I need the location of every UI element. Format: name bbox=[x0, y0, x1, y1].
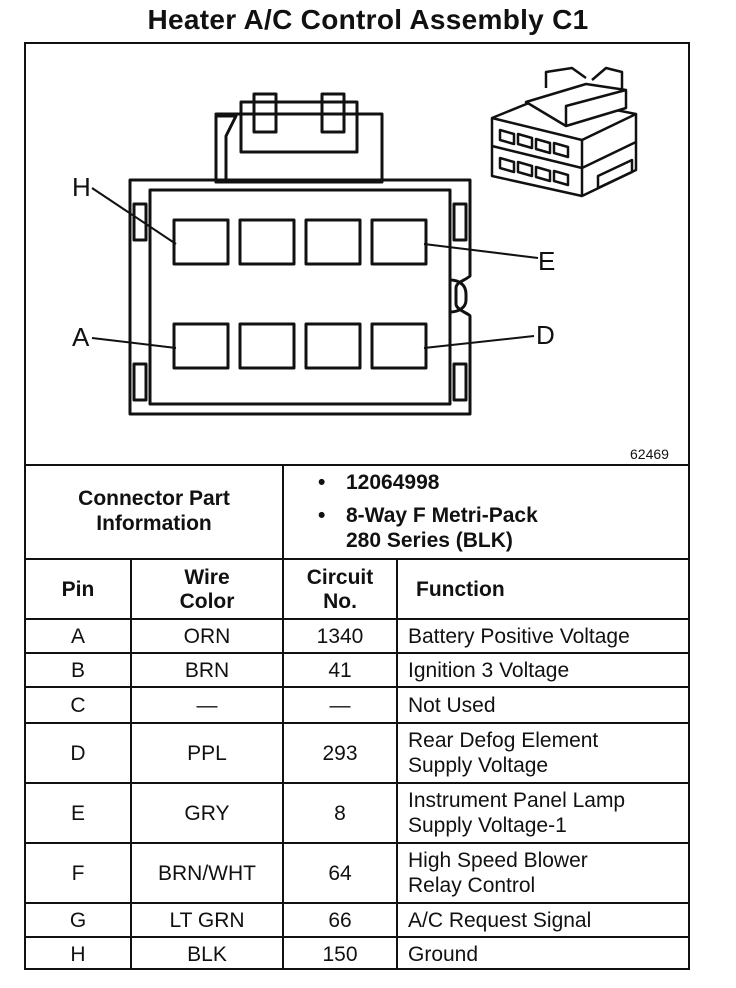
table-cell-function: A/C Request Signal bbox=[408, 908, 592, 932]
table-cell-pin: A bbox=[70, 624, 85, 648]
table-cell-function: Battery Positive Voltage bbox=[408, 624, 630, 648]
table-cell-circuit: 41 bbox=[328, 658, 352, 682]
table-cell-pin: E bbox=[70, 801, 85, 825]
column-divider bbox=[282, 558, 284, 970]
table-cell-pin: F bbox=[71, 861, 85, 885]
callout-d: D bbox=[536, 320, 555, 350]
cavity-a bbox=[172, 322, 230, 370]
connector-part-label: Connector Part Information bbox=[26, 466, 282, 556]
divider bbox=[24, 558, 690, 560]
table-cell-color: — bbox=[196, 693, 218, 717]
table-cell-circuit: — bbox=[329, 693, 351, 717]
leader-a bbox=[91, 337, 177, 349]
divider bbox=[24, 842, 690, 844]
table-cell-circuit: 293 bbox=[322, 741, 358, 765]
cavity-b bbox=[238, 322, 296, 370]
cavity-g bbox=[238, 218, 296, 266]
connector-diagram: H E A D bbox=[72, 66, 638, 416]
function-line2: Supply Voltage-1 bbox=[408, 814, 567, 837]
header-circuit-line2: No. bbox=[323, 590, 357, 613]
connector-latch bbox=[214, 114, 238, 184]
divider bbox=[24, 936, 690, 938]
leader-h bbox=[91, 187, 177, 245]
header-circuit-line1: Circuit bbox=[306, 566, 374, 589]
table-cell-pin: D bbox=[70, 741, 86, 765]
table-cell-pin: G bbox=[69, 908, 87, 932]
table-cell-circuit: 150 bbox=[322, 942, 358, 966]
divider bbox=[24, 618, 690, 620]
function-line1: High Speed Blower bbox=[408, 849, 588, 872]
bullet-icon: • bbox=[318, 504, 326, 527]
table-cell-function: Not Used bbox=[408, 693, 496, 717]
cavity-e bbox=[370, 218, 428, 266]
function-line2: Supply Voltage bbox=[408, 754, 549, 777]
table-cell-function: Ignition 3 Voltage bbox=[408, 658, 570, 682]
divider bbox=[24, 902, 690, 904]
connector-part-label-line2: Information bbox=[96, 512, 212, 535]
cavity-c bbox=[304, 322, 362, 370]
part-number: 12064998 bbox=[346, 471, 440, 494]
divider bbox=[24, 686, 690, 688]
header-wire-color-line2: Color bbox=[179, 590, 235, 613]
table-cell-pin: C bbox=[70, 693, 86, 717]
table-cell-color: ORN bbox=[183, 624, 231, 648]
function-line2: Relay Control bbox=[408, 874, 536, 897]
connector-3d-view bbox=[490, 66, 638, 198]
divider bbox=[24, 722, 690, 724]
diagram-frame bbox=[24, 42, 690, 970]
callout-h: H bbox=[72, 172, 91, 202]
page-title: Heater A/C Control Assembly C1 bbox=[147, 4, 589, 35]
header-function: Function bbox=[416, 578, 505, 601]
table-cell-color: BRN/WHT bbox=[158, 861, 256, 885]
table-cell-pin: H bbox=[70, 942, 86, 966]
connector-type-line1: 8-Way F Metri-Pack bbox=[346, 504, 538, 527]
cavity-h bbox=[172, 218, 230, 266]
cavity-d bbox=[370, 322, 428, 370]
connector-part-info: • 12064998 • 8-Way F Metri-Pack 280 Series… bbox=[318, 470, 538, 553]
column-divider bbox=[130, 558, 132, 970]
leader-e bbox=[423, 243, 539, 259]
leader-d bbox=[423, 335, 535, 349]
table-cell-color: BRN bbox=[184, 658, 230, 682]
callout-e: E bbox=[538, 246, 555, 276]
cavity-f bbox=[304, 218, 362, 266]
table-cell-function: Ground bbox=[408, 942, 479, 966]
function-line1: Instrument Panel Lamp bbox=[408, 789, 626, 812]
divider bbox=[24, 782, 690, 784]
divider bbox=[24, 652, 690, 654]
table-cell-color: GRY bbox=[184, 801, 230, 825]
table-cell-circuit: 1340 bbox=[316, 624, 364, 648]
table-cell-pin: B bbox=[70, 658, 85, 682]
column-divider bbox=[282, 464, 284, 560]
table-cell-color: PPL bbox=[187, 741, 227, 765]
bullet-icon: • bbox=[318, 471, 326, 494]
divider bbox=[24, 464, 690, 466]
connector-part-label-line1: Connector Part bbox=[78, 487, 230, 510]
header-pin: Pin bbox=[61, 578, 95, 601]
connector-body bbox=[128, 178, 472, 416]
table-cell-color: LT GRN bbox=[169, 908, 245, 932]
callout-a: A bbox=[72, 322, 90, 352]
table-cell-color: BLK bbox=[187, 942, 227, 966]
function-line1: Rear Defog Element bbox=[408, 729, 599, 752]
latch-inner bbox=[239, 100, 359, 154]
table-cell-circuit: 64 bbox=[328, 861, 352, 885]
table-cell-circuit: 66 bbox=[328, 908, 352, 932]
header-wire-color-line1: Wire bbox=[184, 566, 230, 589]
figure-number: 62469 bbox=[630, 446, 669, 462]
column-divider bbox=[396, 558, 398, 970]
connector-inner-frame bbox=[148, 188, 452, 406]
connector-type-line2: 280 Series (BLK) bbox=[346, 529, 513, 552]
table-cell-circuit: 8 bbox=[334, 801, 346, 825]
